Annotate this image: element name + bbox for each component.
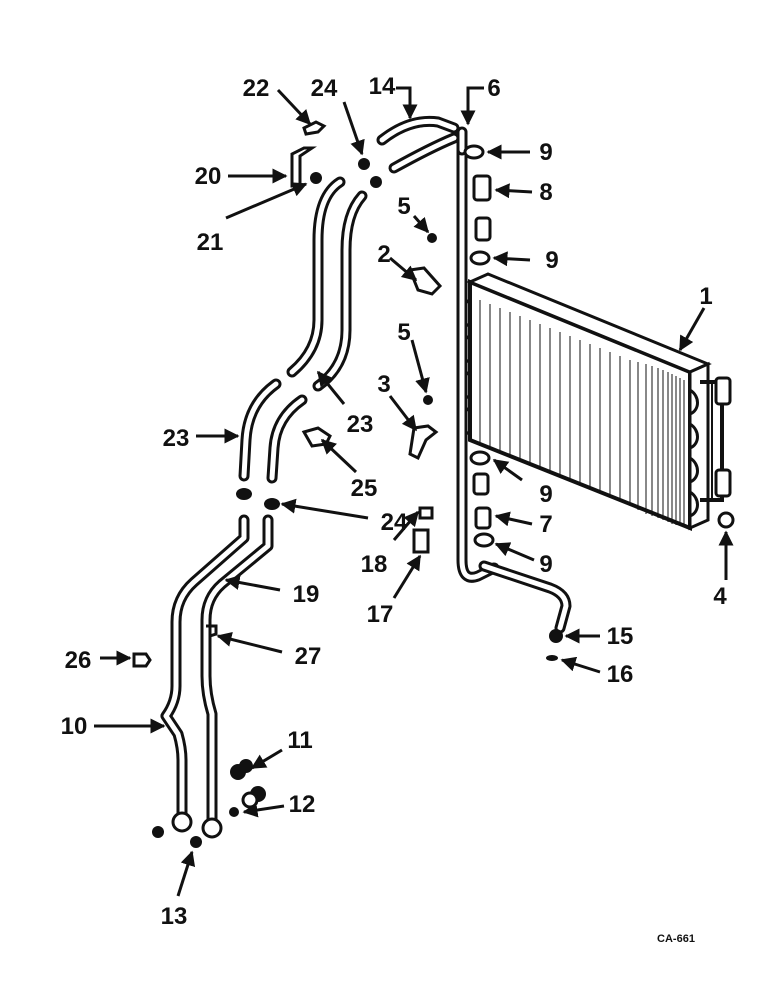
- callout-22: 22: [243, 75, 270, 102]
- callout-1: 1: [699, 283, 712, 310]
- condenser-tube-assembly: [456, 126, 500, 583]
- callout-labels: 22 24 14 6 20 21 9 8 5 9 2 1 5 3 23 23 2…: [61, 73, 728, 930]
- callout-5-top: 5: [397, 193, 410, 220]
- callout-18: 18: [361, 551, 388, 578]
- callout-16: 16: [607, 661, 634, 688]
- callout-3: 3: [377, 371, 390, 398]
- bracket-17: [412, 528, 430, 554]
- nut-15: [549, 629, 563, 643]
- callout-15: 15: [607, 623, 634, 650]
- callout-6: 6: [487, 75, 500, 102]
- grommet-24-lower-b: [264, 498, 280, 510]
- reference-code: CA-661: [657, 933, 695, 945]
- callout-13: 13: [161, 903, 188, 930]
- callout-2: 2: [377, 241, 390, 268]
- leader-lines: [94, 86, 734, 897]
- callout-11: 11: [287, 727, 312, 754]
- receiver-tube: [478, 560, 572, 634]
- callout-25: 25: [351, 475, 378, 502]
- fitting-7a: [472, 472, 490, 496]
- condenser: [459, 272, 735, 531]
- bracket-22: [302, 120, 327, 136]
- clip-26: [132, 652, 152, 668]
- callout-23-left: 23: [163, 425, 190, 452]
- callout-8: 8: [539, 179, 552, 206]
- callout-24-low: 24: [381, 509, 408, 536]
- fitting-8: [472, 174, 492, 202]
- fitting-8b: [474, 216, 492, 242]
- fitting-7: [474, 506, 492, 530]
- nut-24-upper-b: [370, 176, 382, 188]
- callout-7: 7: [539, 511, 552, 538]
- callout-24-top: 24: [311, 75, 338, 102]
- washer-16: [546, 655, 558, 661]
- clamp-2: [407, 266, 443, 296]
- callout-9-d: 9: [539, 551, 552, 578]
- callout-21: 21: [197, 229, 224, 256]
- o-ring-9-d: [473, 532, 495, 548]
- hose-pair: [238, 176, 368, 484]
- nut-11: [230, 759, 253, 780]
- callout-9-b: 9: [545, 247, 558, 274]
- fitting-ends: [152, 811, 223, 848]
- clip-27: [206, 624, 218, 646]
- screw-5-upper: [427, 233, 437, 243]
- grommet-24-lower-a: [236, 488, 252, 500]
- callout-4: 4: [713, 583, 727, 610]
- callout-20: 20: [195, 163, 222, 190]
- callout-27: 27: [295, 643, 322, 670]
- condenser-bolt: [717, 511, 735, 529]
- callout-5-mid: 5: [397, 319, 410, 346]
- callout-23-right: 23: [347, 411, 374, 438]
- callout-10: 10: [61, 713, 88, 740]
- screw-5-lower: [423, 395, 433, 405]
- top-tube: [376, 115, 460, 174]
- callout-17: 17: [367, 601, 394, 628]
- callout-26: 26: [65, 647, 92, 674]
- lower-tubes: [160, 514, 274, 832]
- o-ring-9-c: [469, 450, 491, 466]
- nut-21: [310, 172, 322, 184]
- callout-9-c: 9: [539, 481, 552, 508]
- clip-18: [418, 506, 434, 520]
- clamp-3: [408, 424, 439, 461]
- o-ring-9-b: [469, 250, 491, 266]
- callout-12: 12: [289, 791, 316, 818]
- o-ring-9-a: [463, 144, 485, 160]
- nut-24-upper-a: [358, 158, 370, 170]
- callout-19: 19: [293, 581, 320, 608]
- bracket-20: [290, 146, 317, 188]
- condenser-fins: [479, 300, 685, 527]
- callout-14: 14: [369, 73, 396, 100]
- callout-9-a: 9: [539, 139, 552, 166]
- condenser-mounting-bracket: [700, 376, 732, 502]
